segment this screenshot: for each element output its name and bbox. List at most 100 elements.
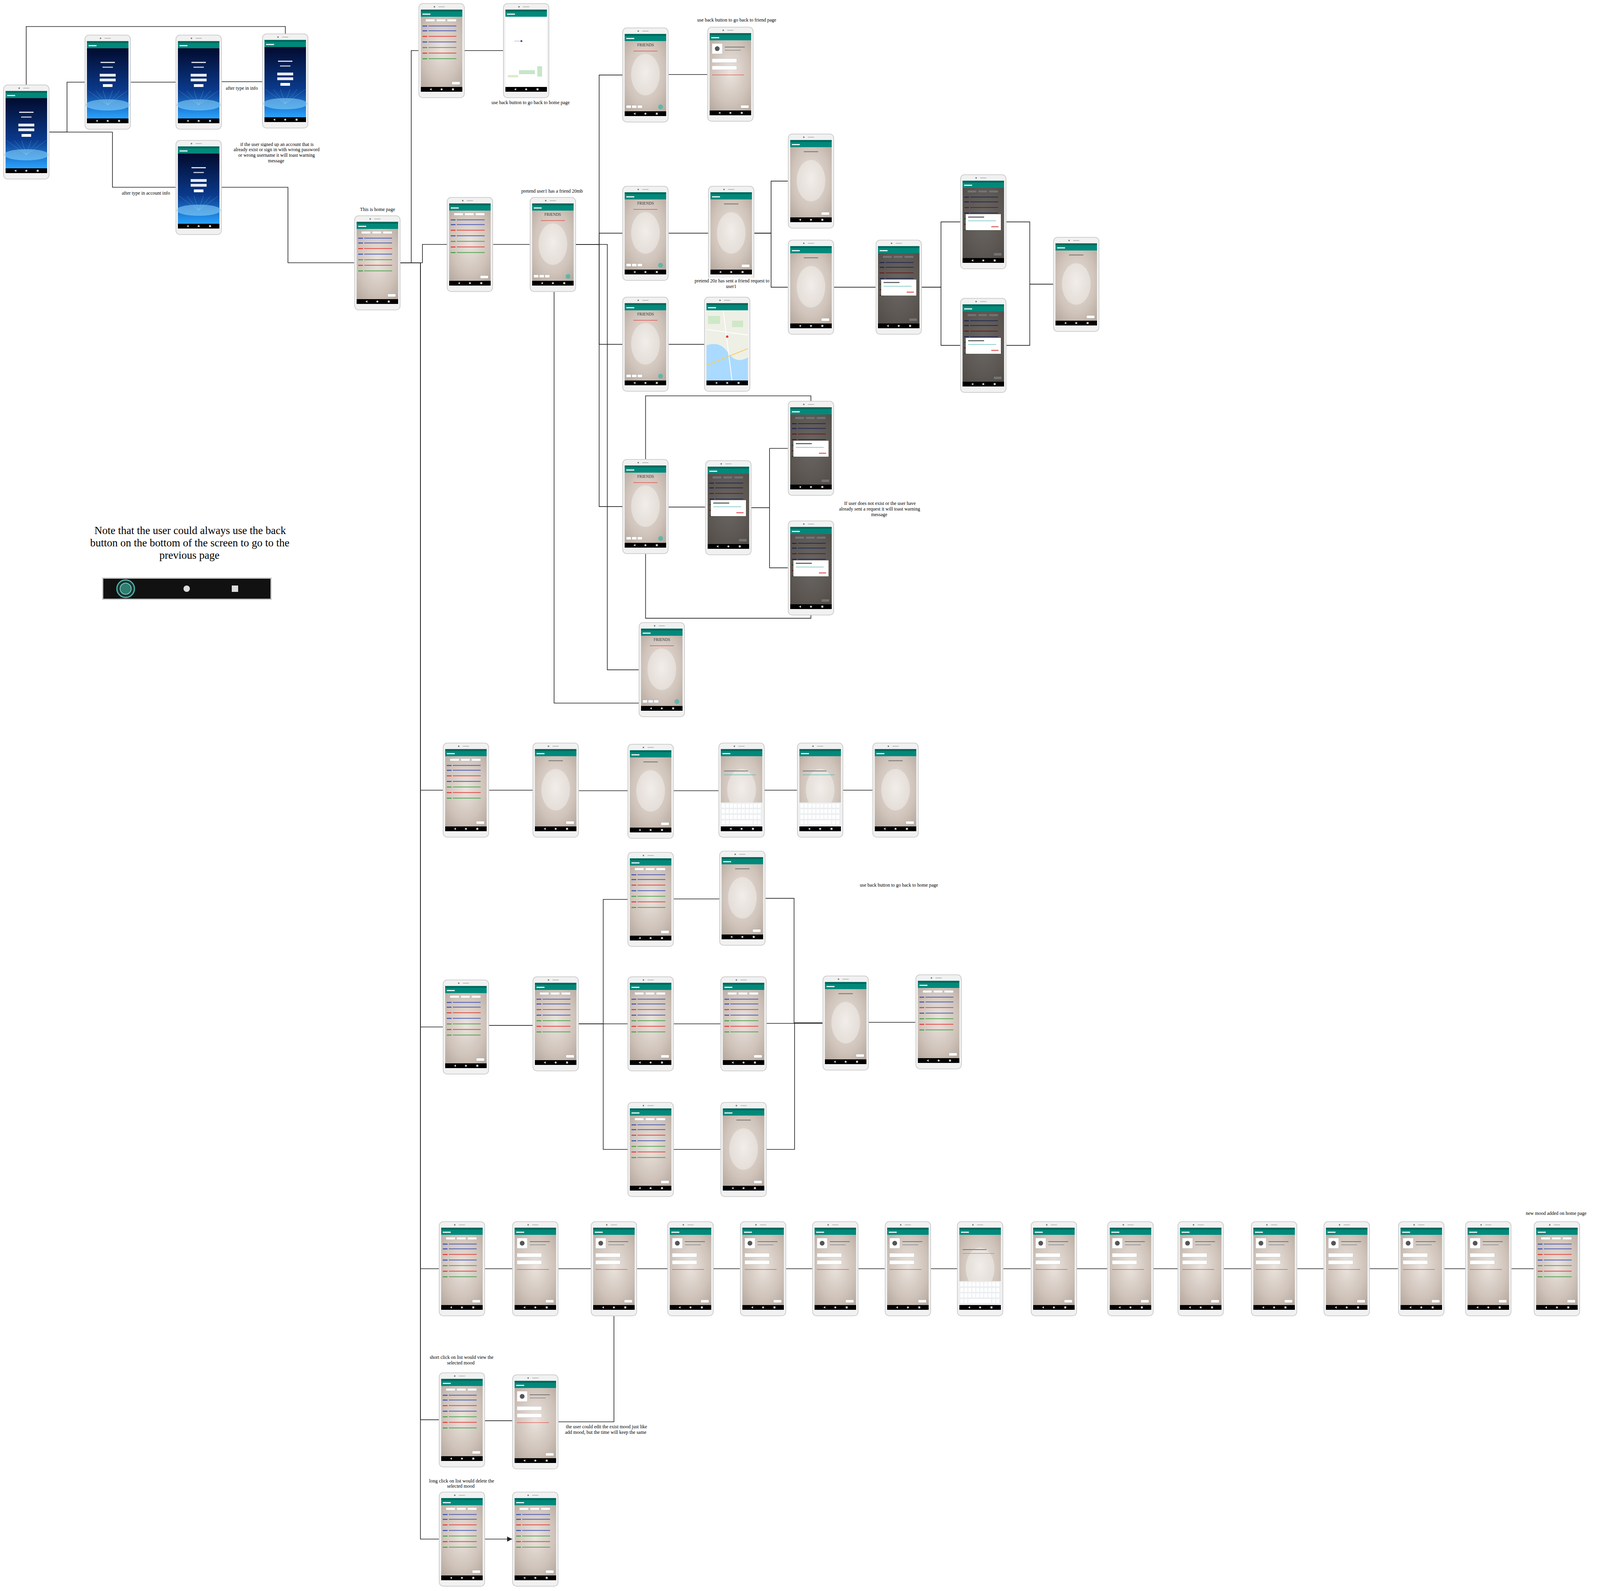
nav-recents <box>295 118 298 121</box>
app-title-mark <box>919 984 928 987</box>
app-title-mark <box>722 753 731 755</box>
app-title-mark <box>507 13 515 15</box>
nav-recents <box>773 1306 776 1309</box>
nav-recents <box>624 1306 627 1309</box>
status-bar <box>1253 1227 1295 1230</box>
app-title-mark <box>709 470 718 472</box>
phone-screen <box>718 742 765 838</box>
flow-connector <box>786 1268 813 1270</box>
mood-row-date <box>450 235 456 237</box>
phone-body <box>797 743 843 838</box>
phone-screen <box>590 1221 638 1317</box>
key <box>753 820 757 825</box>
app-bar <box>720 751 763 757</box>
mood-row-date <box>442 1259 448 1261</box>
nav-recents <box>753 1061 756 1064</box>
phone-camera <box>719 299 721 302</box>
app-title-mark <box>450 207 459 209</box>
save-button <box>1064 1300 1073 1303</box>
status-bar <box>441 1498 483 1501</box>
app-bar <box>1179 1229 1222 1236</box>
app-title-mark <box>1057 247 1066 249</box>
key <box>725 809 729 814</box>
nav-bar <box>86 118 129 124</box>
screen-glow <box>831 1002 861 1044</box>
mood-row-text <box>448 1254 477 1255</box>
app-title-mark <box>816 1231 825 1234</box>
input-box <box>712 65 737 70</box>
status-bar <box>624 303 667 306</box>
flow-connector <box>751 448 788 508</box>
key <box>972 1293 976 1298</box>
screen-glow <box>796 159 826 202</box>
app-title-mark <box>358 225 367 227</box>
app-bar <box>441 1381 483 1387</box>
key <box>836 820 840 825</box>
key <box>960 1293 964 1298</box>
annotation-text: new mood added on home page <box>1525 1210 1588 1217</box>
mood-row-text <box>448 1514 477 1516</box>
map-park <box>708 315 721 324</box>
phone-camera <box>527 1377 529 1380</box>
keyboard <box>799 802 841 827</box>
annotation-note: pretend 20z has sent a friend request to… <box>690 278 773 290</box>
nav-back <box>633 112 636 115</box>
text-line <box>1341 1244 1358 1246</box>
nav-recents <box>918 1306 921 1309</box>
text-line <box>724 203 739 205</box>
screen-background <box>706 310 748 381</box>
phone-frame <box>442 742 490 838</box>
app-bar <box>177 148 220 154</box>
flow-connector <box>766 1023 823 1150</box>
add-button <box>472 1451 481 1455</box>
mood-row-text <box>637 1134 666 1136</box>
image-icon <box>747 1240 753 1246</box>
mood-row-date <box>442 1524 448 1526</box>
nav-bar <box>1536 1305 1578 1310</box>
mood-row-text <box>925 1018 954 1020</box>
mood-row-date <box>358 242 364 244</box>
save-button <box>545 1453 554 1456</box>
app-bar <box>641 630 683 636</box>
flow-connector <box>578 1023 628 1150</box>
nav-recents <box>660 828 663 831</box>
phone-speaker <box>892 745 899 747</box>
phone-speaker <box>759 1224 767 1226</box>
app-bar <box>962 182 1005 188</box>
nav-home <box>525 88 528 91</box>
key <box>749 814 753 819</box>
dim-overlay <box>877 253 920 324</box>
status-bar <box>1536 1227 1578 1230</box>
filter-button <box>456 1507 466 1511</box>
nav-bar <box>445 1063 487 1069</box>
mood-row-date <box>446 1029 452 1031</box>
mood-row-date <box>442 1248 448 1250</box>
phone-body <box>1031 1221 1077 1316</box>
app-bar <box>624 35 667 42</box>
nav-home <box>1273 1306 1276 1309</box>
nav-bar <box>641 706 683 711</box>
phone-camera <box>812 745 814 748</box>
dialog-action <box>736 512 744 514</box>
screen-glow <box>729 1128 758 1170</box>
light-streak <box>186 90 199 105</box>
phone-frame <box>446 197 494 292</box>
nav-recents <box>753 1187 756 1190</box>
mood-row-text <box>542 998 571 1000</box>
app-title-mark <box>1327 1231 1336 1234</box>
mood-row-date <box>631 1025 637 1028</box>
flow-connector <box>576 244 640 671</box>
phone-screen <box>512 1221 559 1317</box>
nav-bar <box>1253 1305 1295 1310</box>
back-small-button <box>660 822 669 826</box>
screen-background <box>505 16 547 87</box>
mood-row-text <box>637 907 666 908</box>
nav-back <box>95 119 98 123</box>
nav-bar <box>877 323 920 329</box>
key <box>824 809 828 814</box>
text-line <box>1268 1241 1289 1243</box>
phone-speaker <box>935 977 942 979</box>
filter-button <box>656 992 666 995</box>
phone-screen <box>708 185 755 281</box>
screen-background <box>720 756 763 827</box>
